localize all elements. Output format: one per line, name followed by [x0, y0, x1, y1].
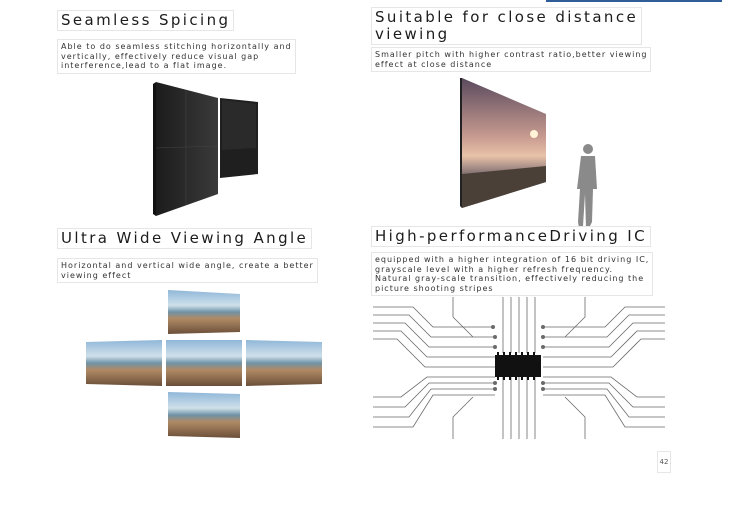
- coast-photo-right: [246, 340, 322, 386]
- human-silhouette: [577, 144, 597, 228]
- coast-photo-left: [86, 340, 162, 386]
- circuit-traces: [373, 297, 665, 439]
- section-desc-viewing-angle: Horizontal and vertical wide angle, crea…: [57, 258, 318, 284]
- circuit-board-image: [373, 297, 665, 439]
- top-accent-line: [546, 0, 722, 2]
- close-viewing-image: [460, 78, 597, 228]
- section-title-driving-ic: High-performanceDriving IC: [371, 226, 651, 247]
- section-title-close-distance: Suitable for close distance viewing: [371, 7, 643, 45]
- coast-photo-top: [168, 290, 240, 334]
- driver-ic-chip: [495, 355, 541, 377]
- circuit-pads: [491, 325, 545, 391]
- cabinet-main-panel: [156, 82, 218, 216]
- section-title-seamless: Seamless Spicing: [57, 10, 235, 31]
- section-desc-driving-ic: equipped with a higher integration of 16…: [371, 252, 654, 297]
- page-number: 42: [657, 451, 671, 473]
- sun-glow: [530, 130, 538, 138]
- coast-photo-center: [166, 340, 242, 386]
- section-desc-seamless: Able to do seamless stitching horizontal…: [57, 39, 296, 74]
- section-desc-close-distance: Smaller pitch with higher contrast ratio…: [371, 47, 652, 73]
- led-cabinet-image: [153, 82, 258, 216]
- viewing-angle-image-grid: [86, 290, 322, 438]
- coast-photo-bottom: [168, 392, 240, 438]
- section-title-viewing-angle: Ultra Wide Viewing Angle: [57, 228, 313, 249]
